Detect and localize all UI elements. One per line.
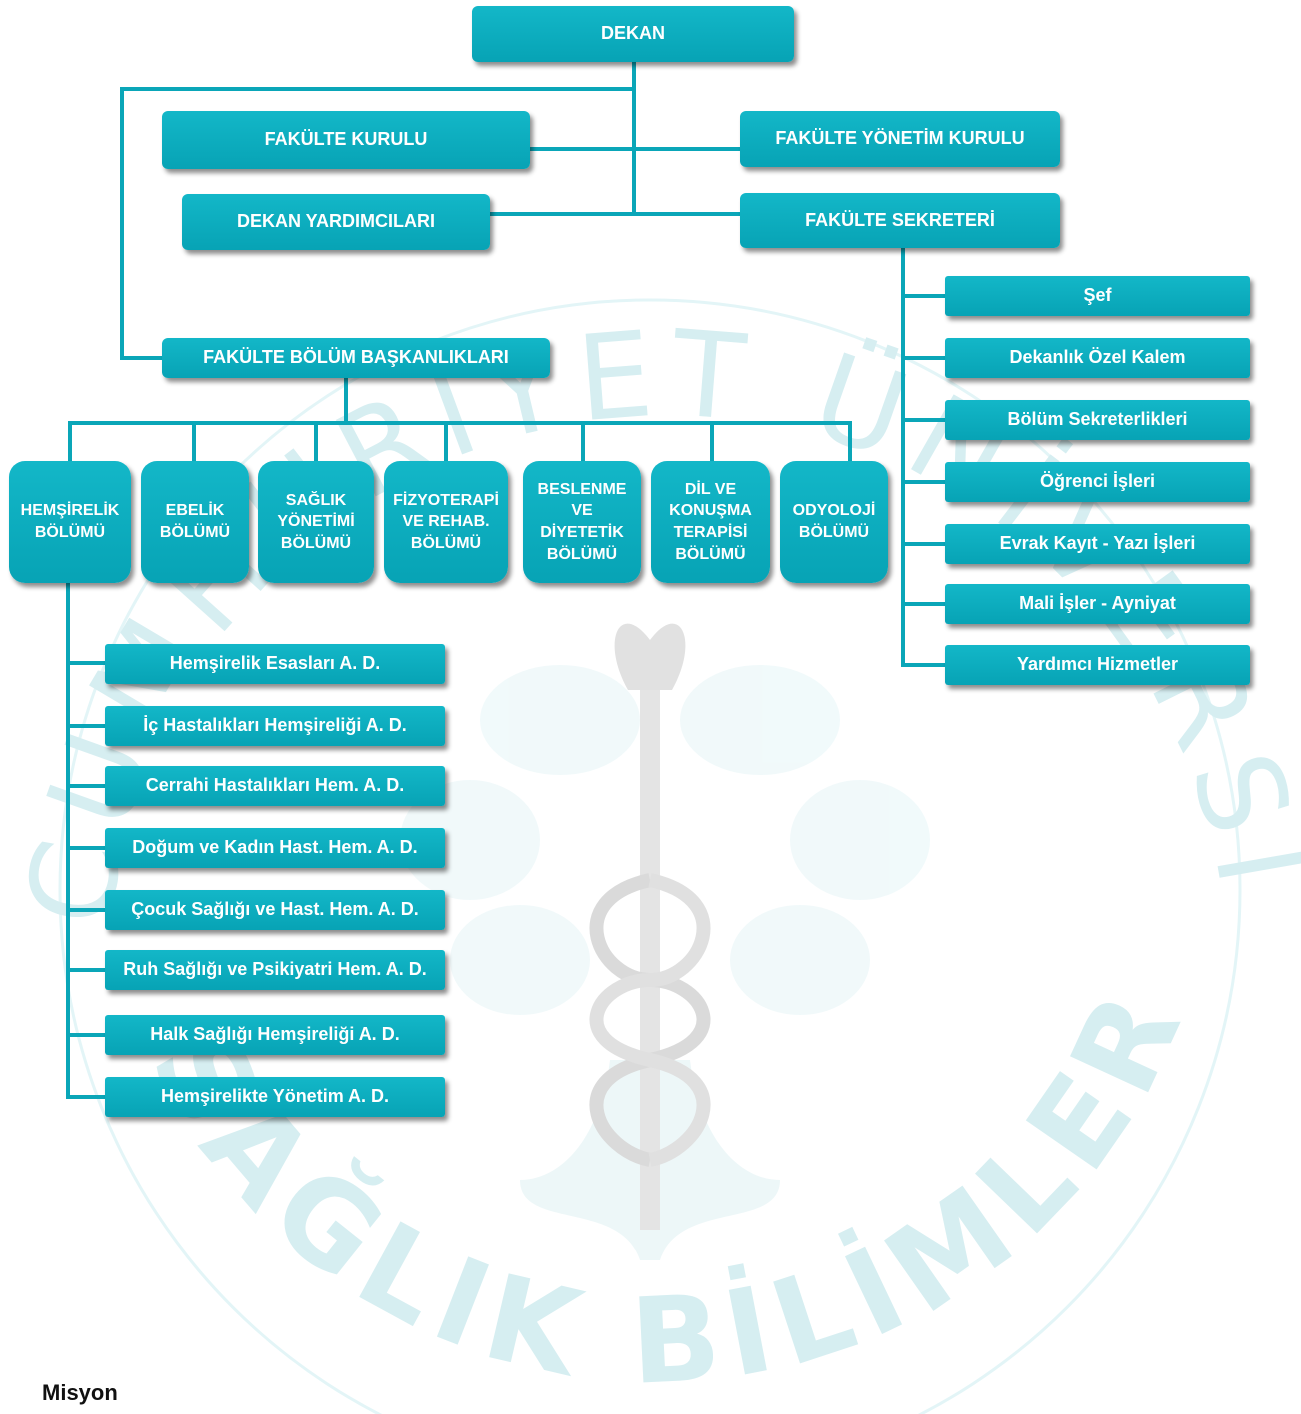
unit-sef: Şef (945, 276, 1250, 316)
unit-dekanlik-ozel-kalem: Dekanlık Özel Kalem (945, 338, 1250, 378)
dekan-yardimcilari-box: DEKAN YARDIMCILARI (182, 194, 490, 250)
ad-yonetim: Hemşirelikte Yönetim A. D. (105, 1077, 445, 1117)
fakulte-sekreteri-box: FAKÜLTE SEKRETERİ (740, 193, 1060, 248)
unit-ogrenci-isleri: Öğrenci İşleri (945, 462, 1250, 502)
unit-evrak-kayit: Evrak Kayıt - Yazı İşleri (945, 524, 1250, 564)
dept-saglik-yonetimi: SAĞLIK YÖNETİMİ BÖLÜMÜ (258, 461, 374, 583)
ad-halk-sagligi: Halk Sağlığı Hemşireliği A. D. (105, 1015, 445, 1055)
bolum-baskanliklari-box: FAKÜLTE BÖLÜM BAŞKANLIKLARI (162, 338, 550, 378)
dekan-box: DEKAN (472, 6, 794, 62)
dept-fizyoterapi: FİZYOTERAPİ VE REHAB. BÖLÜMÜ (384, 461, 508, 583)
fakulte-yonetim-kurulu-box: FAKÜLTE YÖNETİM KURULU (740, 111, 1060, 167)
unit-yardimci-hizmetler: Yardımcı Hizmetler (945, 645, 1250, 685)
ad-ruh-sagligi: Ruh Sağlığı ve Psikiyatri Hem. A. D. (105, 950, 445, 990)
dept-hemsirelik: HEMŞİRELİK BÖLÜMÜ (9, 461, 131, 583)
ad-cerrahi: Cerrahi Hastalıkları Hem. A. D. (105, 766, 445, 806)
ad-cocuk-sagligi: Çocuk Sağlığı ve Hast. Hem. A. D. (105, 890, 445, 930)
ad-ic-hastaliklari: İç Hastalıkları Hemşireliği A. D. (105, 706, 445, 746)
fakulte-kurulu-box: FAKÜLTE KURULU (162, 111, 530, 169)
ad-hemsirelik-esaslari: Hemşirelik Esasları A. D. (105, 644, 445, 684)
unit-bolum-sekreterlikleri: Bölüm Sekreterlikleri (945, 400, 1250, 440)
dept-beslenme: BESLENME VE DİYETETİK BÖLÜMÜ (523, 461, 641, 583)
ad-dogum-kadin: Doğum ve Kadın Hast. Hem. A. D. (105, 828, 445, 868)
misyon-heading: Misyon (42, 1380, 118, 1405)
dept-ebelik: EBELİK BÖLÜMÜ (141, 461, 249, 583)
unit-mali-isler: Mali İşler - Ayniyat (945, 584, 1250, 624)
dept-dil-konusma: DİL VE KONUŞMA TERAPİSİ BÖLÜMÜ (651, 461, 770, 583)
dept-odyoloji: ODYOLOJİ BÖLÜMÜ (780, 461, 888, 583)
